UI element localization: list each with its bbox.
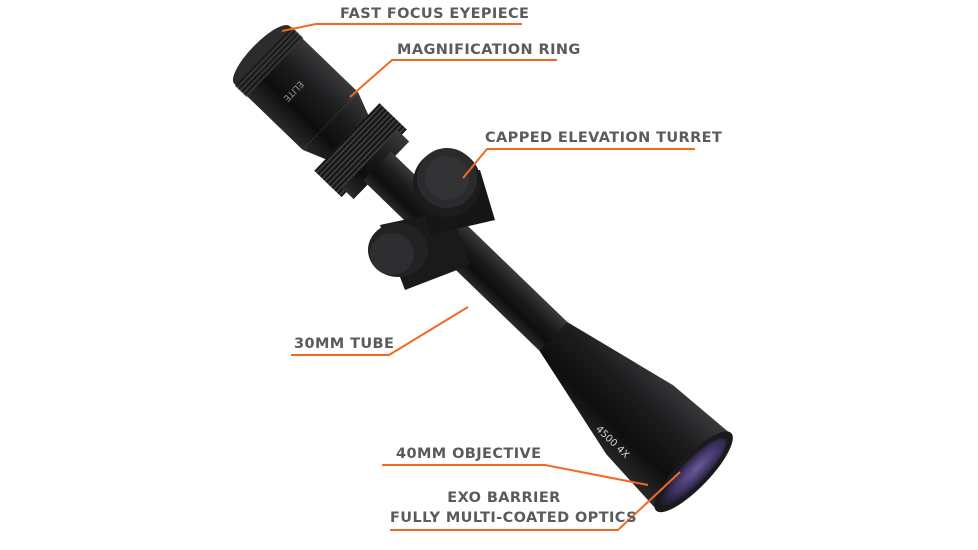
leader-lines [281,23,695,531]
leader-tube [291,306,469,356]
leader-magnification [349,59,557,98]
leader-objective [382,464,649,486]
magnification-ring [314,103,407,198]
scope-body: ELITE 4500 4X [232,25,733,513]
label-coating-line1: EXO BARRIER [447,490,561,506]
label-coating-line2: FULLY MULTI-COATED OPTICS [390,510,637,526]
label-eyepiece: FAST FOCUS EYEPIECE [340,6,530,22]
label-magnification-ring: MAGNIFICATION RING [397,42,581,58]
leader-turret [462,148,695,179]
leader-coating [390,471,681,531]
label-tube: 30MM TUBE [294,336,395,352]
objective-lens [661,438,727,506]
main-tube [363,151,571,355]
label-elevation-turret: CAPPED ELEVATION TURRET [485,130,723,146]
leader-eyepiece [281,23,522,32]
label-objective: 40MM OBJECTIVE [396,446,542,462]
elevation-turret [413,148,495,235]
eyepiece-end [232,25,292,85]
